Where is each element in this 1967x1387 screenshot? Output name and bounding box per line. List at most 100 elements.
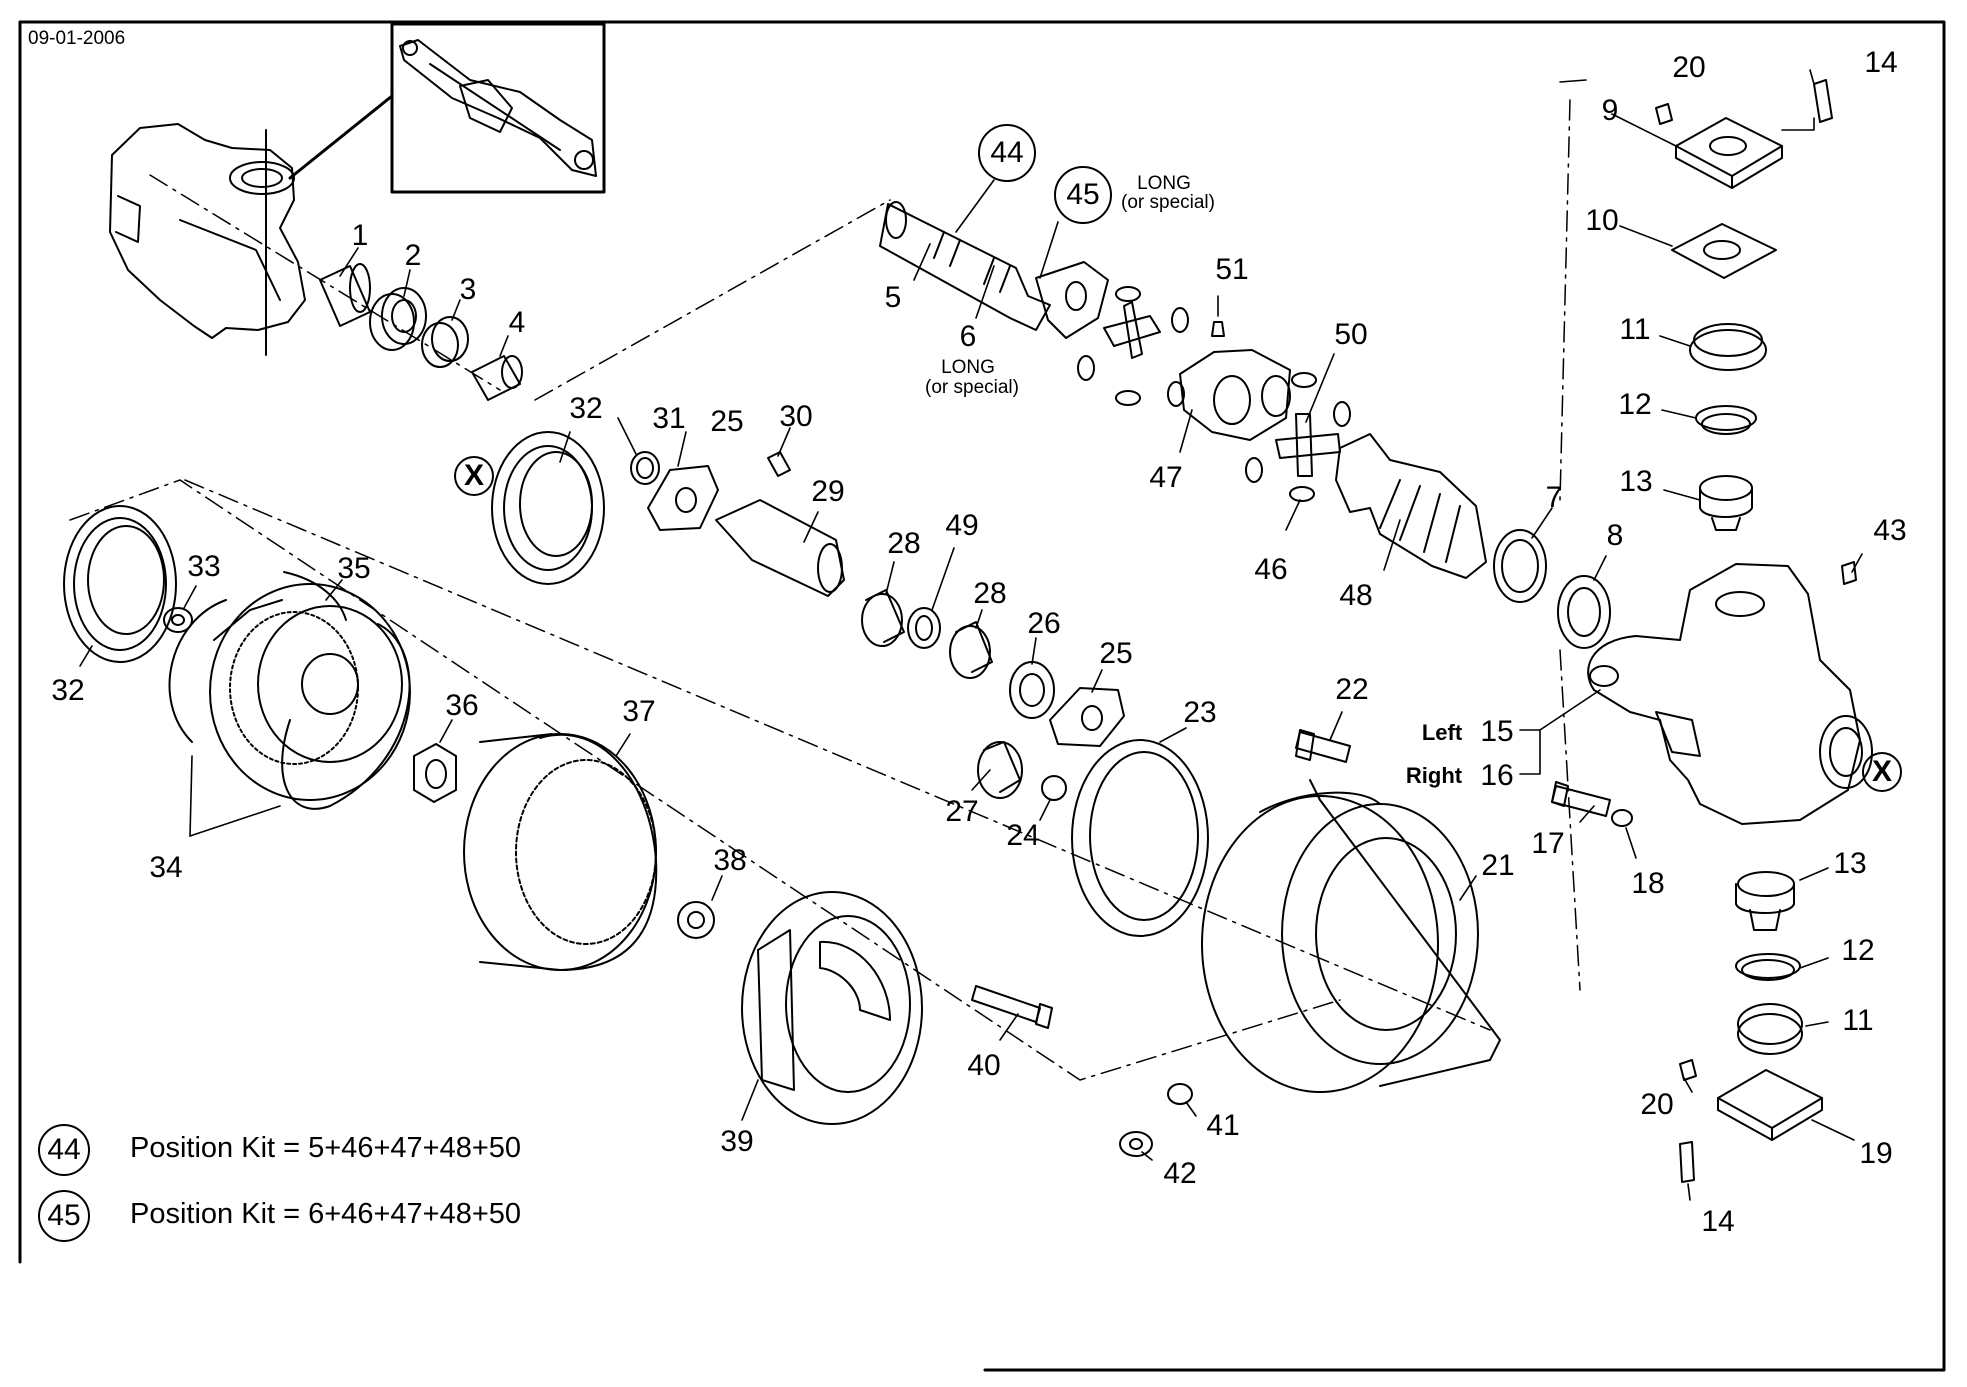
- part-label: 28: [973, 577, 1007, 610]
- note-special-6: (or special): [925, 377, 1019, 398]
- center-yoke-47: [1167, 349, 1291, 441]
- gear-27: [977, 741, 1023, 799]
- part-label: 32: [51, 674, 85, 707]
- snap-ring-35: [283, 571, 347, 621]
- cap-19: [1717, 1069, 1823, 1141]
- gasket-10: [1671, 223, 1777, 279]
- part-label: 25: [710, 405, 744, 438]
- part-label: 34: [149, 851, 183, 884]
- planet-carrier-35: [209, 583, 411, 801]
- part-label: 5: [884, 281, 902, 314]
- drawing-date: 09-01-2006: [28, 28, 126, 49]
- bearing-1: [319, 263, 371, 327]
- part-label: 41: [1206, 1109, 1240, 1142]
- gear-26: [1009, 661, 1055, 719]
- part-label: 13: [1619, 465, 1653, 498]
- ring-49: [907, 607, 941, 649]
- nipple-20-bottom: [1679, 1059, 1697, 1081]
- snap-rings-right: [1245, 372, 1351, 502]
- part-label: 37: [622, 695, 656, 728]
- part-label: 2: [404, 239, 422, 272]
- part-label: 6: [959, 320, 977, 353]
- part-label: 4: [508, 306, 526, 339]
- x-marker-right: X: [1862, 752, 1902, 792]
- u-joint-cross-right: [1275, 413, 1341, 477]
- part-label: 51: [1215, 253, 1249, 286]
- part-label: 27: [945, 795, 979, 828]
- part-label: 23: [1183, 696, 1217, 729]
- nut-42: [1119, 1131, 1153, 1157]
- drawing-frame: [18, 20, 1946, 1372]
- nut-18: [1611, 809, 1633, 827]
- circled-label-44: 44: [978, 124, 1036, 182]
- part-label: 43: [1873, 514, 1907, 547]
- washer-38: [677, 901, 715, 939]
- bushing-4: [471, 355, 523, 401]
- ring-gear-37: [463, 733, 658, 971]
- ring-3: [421, 316, 469, 368]
- note-long-6: LONG: [941, 357, 995, 378]
- part-label: 46: [1254, 553, 1288, 586]
- bearing-28-b: [949, 621, 993, 679]
- part-label: 7: [1545, 481, 1563, 514]
- part-label: 14: [1701, 1205, 1735, 1238]
- axle-thumbnail: [390, 22, 606, 194]
- note-left: Left: [1421, 720, 1463, 745]
- seal-2: [369, 287, 427, 351]
- part-label: 47: [1149, 461, 1183, 494]
- note-special-45: (or special): [1121, 192, 1215, 213]
- snap-ring-34-b: [281, 623, 411, 810]
- nut-36: [413, 743, 457, 803]
- part-label: 8: [1606, 519, 1624, 552]
- part-label: 16: [1480, 759, 1514, 792]
- bearing-11-top: [1689, 323, 1767, 371]
- note-right: Right: [1405, 763, 1463, 788]
- ring-24: [1041, 775, 1067, 801]
- part-label: 11: [1619, 313, 1651, 346]
- part-label: 39: [720, 1125, 754, 1158]
- bearing-28-a: [861, 589, 905, 647]
- nipple-20-top: [1655, 103, 1673, 125]
- plate-25-top: [647, 465, 719, 531]
- pin-13-top: [1699, 475, 1753, 531]
- part-label: 38: [713, 844, 747, 877]
- circled-label-45: 45: [1054, 166, 1112, 224]
- part-label: 42: [1163, 1157, 1197, 1190]
- nipple-43: [1841, 561, 1857, 585]
- part-label: 14: [1864, 46, 1898, 79]
- seal-12-top: [1695, 405, 1757, 435]
- part-label: 1: [351, 219, 369, 252]
- note-long-45: LONG: [1137, 173, 1191, 194]
- planet-carrier-39: [741, 891, 923, 1125]
- axle-housing-end: [109, 123, 306, 356]
- kit-45-text: Position Kit = 6+46+47+48+50: [130, 1198, 522, 1230]
- bearing-32-top: [491, 431, 605, 585]
- leader-lines: [79, 69, 1863, 1201]
- kit-circle-45: 45: [38, 1190, 90, 1242]
- part-label: 12: [1618, 388, 1652, 421]
- pin-30: [767, 451, 791, 477]
- seal-12-bottom: [1735, 953, 1801, 981]
- part-label: 30: [779, 400, 813, 433]
- bolt-40: [971, 985, 1053, 1029]
- ring-41: [1167, 1083, 1193, 1105]
- pin-13-bottom: [1735, 871, 1795, 931]
- x-marker-left-text: X: [463, 459, 484, 492]
- cap-9: [1675, 117, 1783, 189]
- part-label: 26: [1027, 607, 1061, 640]
- plate-25-bottom: [1049, 687, 1125, 747]
- wheel-hub-21: [1201, 779, 1501, 1093]
- part-label: 29: [811, 475, 845, 508]
- part-label: 20: [1640, 1088, 1674, 1121]
- bearing-8: [1557, 575, 1611, 649]
- stub-shaft-48: [1335, 433, 1487, 579]
- part-label: 20: [1672, 51, 1706, 84]
- part-label: 31: [652, 402, 686, 435]
- part-label: 19: [1859, 1137, 1893, 1170]
- x-marker-left: X: [454, 456, 494, 496]
- drive-shaft: [879, 201, 1051, 331]
- bolt-17: [1551, 781, 1611, 817]
- bearing-32-left: [63, 505, 177, 663]
